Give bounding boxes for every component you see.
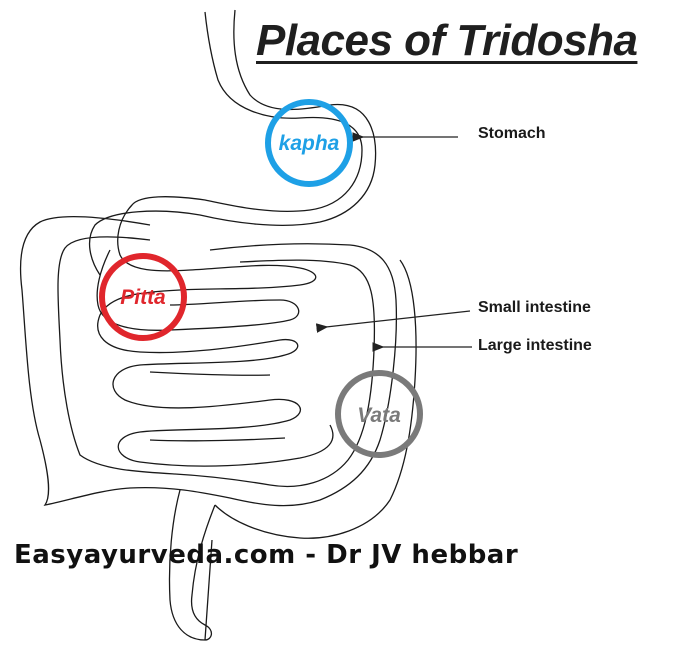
page-title: Places of Tridosha: [256, 16, 684, 76]
small-intestine-outline: [98, 285, 333, 466]
vata-label: Vata: [357, 404, 401, 427]
kapha-label: kapha: [279, 132, 340, 155]
pitta-label: Pitta: [120, 286, 166, 309]
small-intestine-arrow: [326, 311, 470, 327]
small-intestine-inner: [97, 250, 299, 441]
large-intestine-label: Large intestine: [478, 337, 592, 355]
large-intestine-outline: [21, 217, 397, 506]
footer-credit: Easyayurveda.com - Dr JV hebbar: [14, 540, 518, 570]
small-intestine-label: Small intestine: [478, 299, 591, 317]
stomach-label: Stomach: [478, 125, 546, 143]
